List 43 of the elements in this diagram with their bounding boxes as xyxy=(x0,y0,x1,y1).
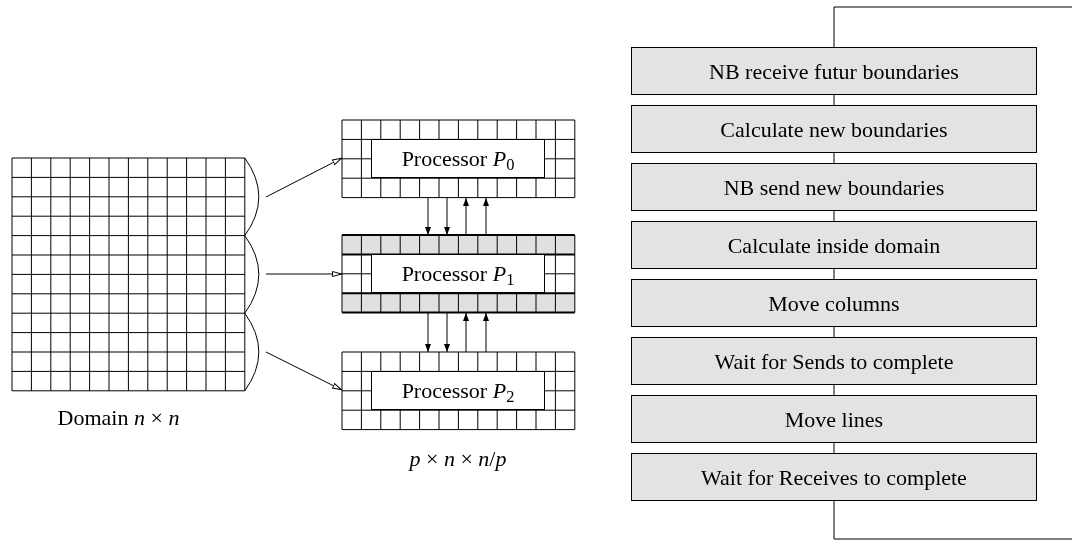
connector xyxy=(833,152,835,164)
node-label: Move lines xyxy=(784,405,884,434)
process-box xyxy=(631,395,1037,443)
connector xyxy=(833,326,835,338)
connector xyxy=(463,197,469,236)
node-label: Domain n × n xyxy=(56,404,181,432)
node-label: Wait for Receives to complete xyxy=(701,463,967,492)
connector xyxy=(265,157,343,198)
connector xyxy=(463,312,469,353)
node-label: Wait for Sends to complete xyxy=(714,347,954,376)
node-label: Calculate inside domain xyxy=(727,231,941,260)
connector xyxy=(265,271,343,277)
process-box xyxy=(631,221,1037,269)
process-box xyxy=(631,105,1037,153)
connector xyxy=(833,210,835,222)
node-label: Calculate new boundaries xyxy=(720,115,948,144)
node-label: Move columns xyxy=(768,289,900,318)
connector xyxy=(833,94,835,106)
connector xyxy=(425,312,431,353)
processor-box xyxy=(371,371,545,410)
process-box xyxy=(631,163,1037,211)
process-box xyxy=(631,453,1037,501)
connector xyxy=(483,312,489,353)
connector xyxy=(265,351,343,391)
connector xyxy=(833,268,835,280)
connector xyxy=(444,197,450,236)
process-box xyxy=(631,279,1037,327)
node-label: Processor P$_{0}$ xyxy=(401,145,515,175)
connector xyxy=(833,442,835,454)
node-label: Processor P$_{2}$ xyxy=(401,377,515,407)
processor-box xyxy=(371,139,545,178)
node-label: Processor P$_{1}$ xyxy=(401,260,515,290)
connector xyxy=(425,197,431,236)
connector xyxy=(833,384,835,396)
connector xyxy=(483,197,489,236)
node-label: NB receive futur boundaries xyxy=(709,57,959,86)
connector xyxy=(833,6,1072,540)
processor-box xyxy=(371,254,545,293)
process-box xyxy=(631,337,1037,385)
connector xyxy=(444,312,450,353)
node-label: NB send new boundaries xyxy=(723,173,945,202)
process-box xyxy=(631,47,1037,95)
dimension-label: p × n × n/p xyxy=(407,445,508,473)
